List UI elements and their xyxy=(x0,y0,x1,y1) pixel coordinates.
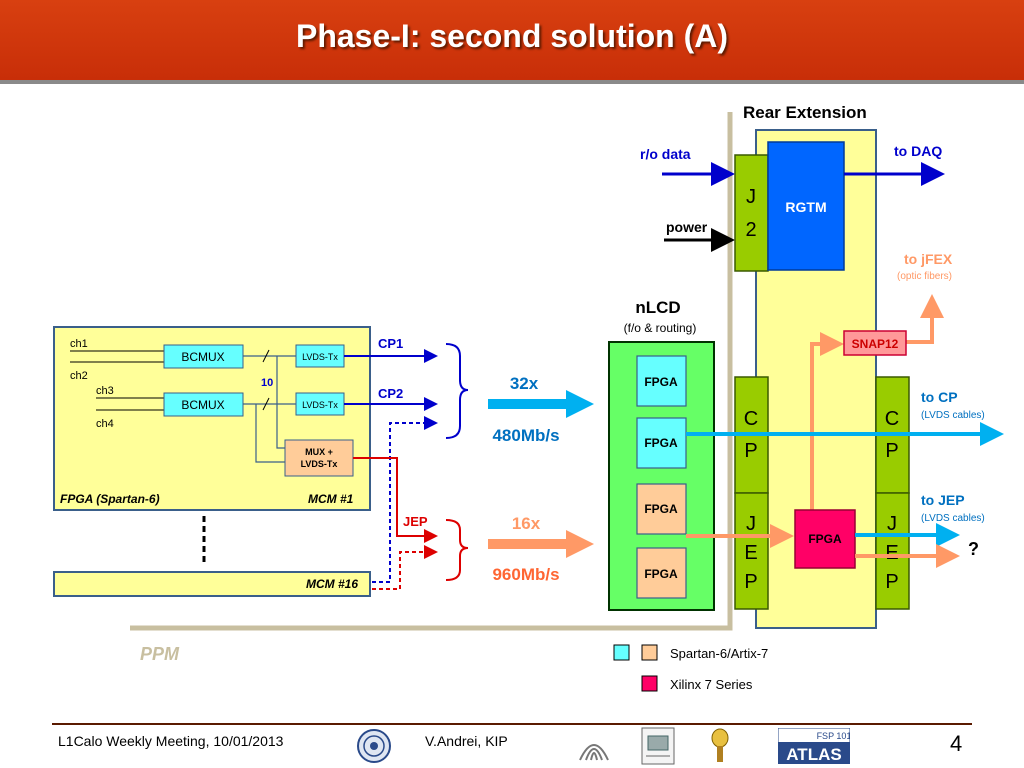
footer-author: V.Andrei, KIP xyxy=(425,733,508,749)
ppm-label: PPM xyxy=(140,644,180,664)
footer-rule xyxy=(52,723,972,725)
jep-right-letter-e: E xyxy=(885,542,898,564)
bcmux-2-label: BCMUX xyxy=(181,398,224,412)
jep-connector-right xyxy=(875,492,910,610)
jep-label: JEP xyxy=(403,514,428,529)
footer-meeting: L1Calo Weekly Meeting, 10/01/2013 xyxy=(58,733,284,749)
mcm16-board xyxy=(53,571,371,597)
jep-count-label: 16x xyxy=(512,514,541,533)
cp-rate-label: 480Mb/s xyxy=(492,426,559,445)
mcm1-ch4: ch4 xyxy=(96,418,114,430)
jep-dashed-from-mcm16 xyxy=(372,545,438,590)
question-mark: ? xyxy=(968,539,979,559)
mcm1-name: MCM #1 xyxy=(308,492,354,506)
rgtm-label: RGTM xyxy=(785,199,826,215)
nlcd-fpga-3-label: FPGA xyxy=(644,502,678,516)
physics-institute-logo xyxy=(641,727,675,765)
mcm1-ch3: ch3 xyxy=(96,385,114,397)
j2-connector xyxy=(734,154,769,272)
jep-right-letter-j: J xyxy=(887,513,897,535)
j2-letter-2: 2 xyxy=(745,219,756,241)
jep-rate-label: 960Mb/s xyxy=(492,565,559,584)
kip-logo xyxy=(579,744,609,761)
to-daq-label: to DAQ xyxy=(894,143,942,159)
cp2-label: CP2 xyxy=(378,386,403,401)
cp-bundle-arrow xyxy=(488,390,594,418)
nlcd-fpga-4-label: FPGA xyxy=(644,567,678,581)
mcm1-ch1: ch1 xyxy=(70,338,88,350)
j2-letter-j: J xyxy=(746,186,756,208)
bcmux1-to-mux xyxy=(276,356,285,449)
jep-left-letter-e: E xyxy=(744,542,757,564)
optic-fibers-label: (optic fibers) xyxy=(897,271,952,282)
jep-arrow xyxy=(353,457,438,543)
mcm16-name: MCM #16 xyxy=(306,577,358,591)
legend-swatch-pink xyxy=(641,675,658,692)
slide-title: Phase-I: second solution (A) xyxy=(295,18,729,54)
rear-extension-label: Rear Extension xyxy=(743,103,867,122)
bcmux-1-label: BCMUX xyxy=(181,350,224,364)
cp-brace xyxy=(445,343,469,439)
bcmux2-to-mux xyxy=(255,404,285,463)
to-jep-cables: (LVDS cables) xyxy=(921,513,985,524)
jep-connector-left xyxy=(734,492,769,610)
nlcd-fpga-1-label: FPGA xyxy=(644,375,678,389)
snap12-block xyxy=(843,330,907,356)
to-jep-label: to JEP xyxy=(921,492,965,508)
university-seal-logo xyxy=(357,729,391,763)
power-label: power xyxy=(666,219,708,235)
slide-header: Phase-I: second solution (A) xyxy=(0,0,1024,84)
crest-logo xyxy=(711,728,729,762)
architecture-diagram: PPM Rear Extension r/o data power J 2 RG… xyxy=(53,103,1004,692)
to-cp-label: to CP xyxy=(921,389,958,405)
jep-left-letter-j: J xyxy=(746,513,756,535)
legend-swatch-cyan xyxy=(613,644,630,661)
mux-label-2: LVDS-Tx xyxy=(301,459,338,469)
mux-lvds-block xyxy=(284,439,354,477)
lvds-tx-2-label: LVDS-Tx xyxy=(302,400,338,410)
cp-left-letter-c: C xyxy=(744,408,758,430)
jep-brace xyxy=(445,519,469,581)
bus-slash-1 xyxy=(262,349,270,363)
atlas-fsp101-logo: FSP 101 ATLAS xyxy=(778,728,850,764)
atlas-logo-top-text: FSP 101 xyxy=(817,731,850,741)
nlcd-fpga-2 xyxy=(636,417,687,469)
to-cp-cables: (LVDS cables) xyxy=(921,410,985,421)
cp-count-label: 32x xyxy=(510,374,539,393)
jep-bundle-arrow xyxy=(488,530,594,558)
cp1-label: CP1 xyxy=(378,336,403,351)
page-number: 4 xyxy=(950,731,963,756)
legend-label-xilinx7: Xilinx 7 Series xyxy=(670,677,753,692)
jfex-arrow xyxy=(906,294,944,344)
nlcd-title: nLCD xyxy=(635,298,680,317)
ppm-boundary xyxy=(130,112,733,631)
jep-right-letter-p: P xyxy=(885,571,898,593)
ro-data-label: r/o data xyxy=(640,146,691,162)
mcm1-fpga-label: FPGA (Spartan-6) xyxy=(60,492,160,506)
atlas-logo-text: ATLAS xyxy=(786,745,841,764)
legend-swatch-peach xyxy=(641,644,658,661)
cp-right-letter-p: P xyxy=(885,440,898,462)
nlcd-subtitle: (f/o & routing) xyxy=(624,321,697,335)
nlcd-fpga-3 xyxy=(636,483,687,535)
cp-right-letter-c: C xyxy=(885,408,899,430)
cp-dashed-from-mcm16 xyxy=(372,416,438,583)
mux-label-1: MUX + xyxy=(305,447,333,457)
cp-left-letter-p: P xyxy=(744,440,757,462)
fpga-to-snap12-link xyxy=(810,332,844,510)
nlcd-fpga-1 xyxy=(636,355,687,407)
rgtm-block xyxy=(767,141,845,271)
bus-width-label: 10 xyxy=(261,377,273,389)
snap12-label: SNAP12 xyxy=(852,337,899,351)
jep-left-letter-p: P xyxy=(744,571,757,593)
mcm1-ch2: ch2 xyxy=(70,370,88,382)
lvds-tx-1-label: LVDS-Tx xyxy=(302,352,338,362)
nlcd-fpga-4 xyxy=(636,547,687,599)
nlcd-fpga-2-label: FPGA xyxy=(644,436,678,450)
to-jfex-label: to jFEX xyxy=(904,251,953,267)
rear-fpga-block xyxy=(794,509,856,569)
legend-label-spartan: Spartan-6/Artix-7 xyxy=(670,646,768,661)
bus-slash-2 xyxy=(262,397,270,411)
rear-fpga-label: FPGA xyxy=(808,532,842,546)
